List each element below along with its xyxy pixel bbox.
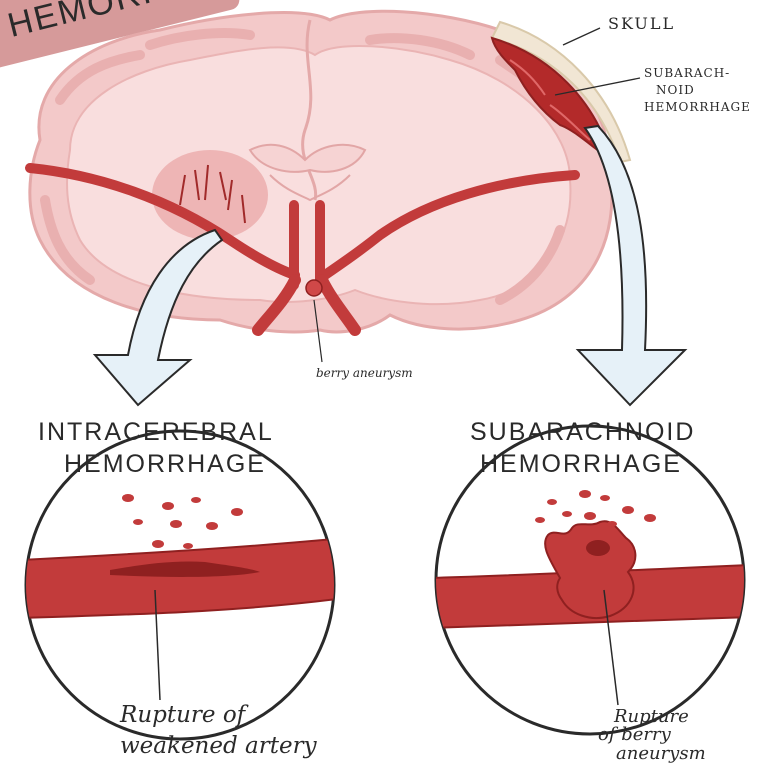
subarachnoid-heading-line1: SUBARACHNOID (470, 418, 695, 447)
right-caption-line2: of berry (598, 724, 671, 745)
berry-aneurysm-top (306, 280, 322, 296)
left-caption-line1: Rupture of (120, 702, 245, 728)
skull-label: SKULL (608, 14, 675, 33)
brain-cross-section (30, 11, 640, 362)
skull-leader (563, 28, 600, 45)
subarachnoid-heading-line2: HEMORRHAGE (480, 450, 682, 479)
subarachnoid-top-label-3: HEMORRHAGE (644, 100, 751, 114)
subarachnoid-top-label-2: NOID (656, 83, 695, 97)
subarachnoid-top-label-1: SUBARACH- (644, 66, 730, 80)
berry-aneurysm-label: berry aneurysm (316, 366, 413, 380)
intracerebral-heading-line1: INTRACEREBRAL (38, 418, 274, 447)
left-caption-line2: weakened artery (120, 733, 317, 759)
intracerebral-heading-line2: HEMORRHAGE (64, 450, 266, 479)
right-caption-line3: aneurysm (616, 743, 706, 764)
